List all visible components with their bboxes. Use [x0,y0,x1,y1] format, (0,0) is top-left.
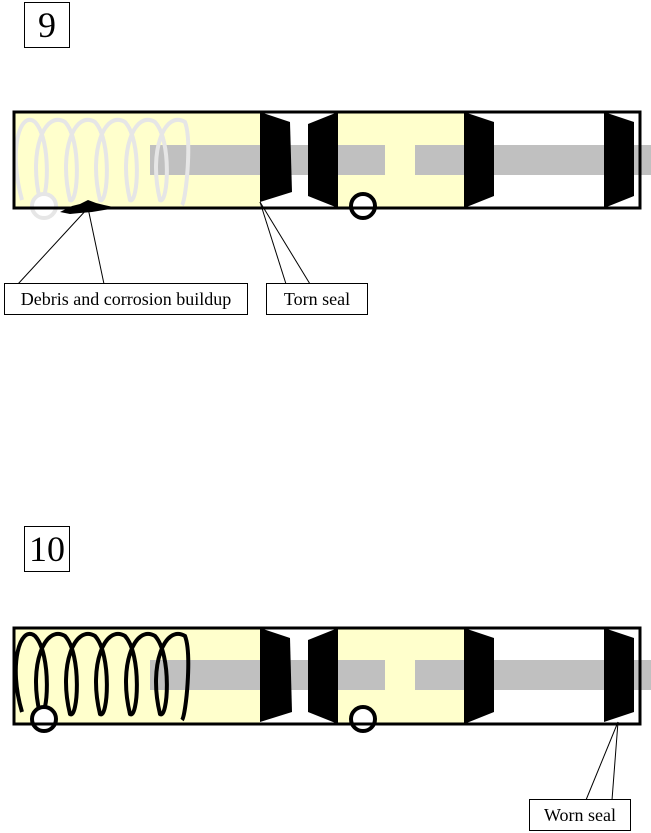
piston-seal-worn [604,628,634,722]
cylinder-figure-10 [12,626,651,801]
piston-connector [385,150,415,170]
piston-connector [385,665,415,685]
port-faded [30,192,58,220]
piston-seal-inner [308,628,338,724]
label-torn-seal: Torn seal [266,283,368,315]
piston-seal-inner [308,112,338,208]
leader-torn-2 [259,201,311,285]
leader-worn-1 [585,721,619,801]
leader-debris-2 [87,207,105,285]
figure-number-9: 9 [24,2,70,48]
piston-seal-middle [464,628,494,724]
port [349,192,377,220]
leader-debris-1 [17,207,89,285]
label-worn-seal: Worn seal [529,799,631,831]
leader-torn-1 [259,201,287,285]
cylinder-figure-9 [12,110,651,285]
figure-number-10: 10 [24,526,70,572]
cylinder-housing [12,110,642,210]
cylinder-housing [12,626,642,726]
port [30,705,58,733]
leader-worn-2 [611,721,619,801]
piston-seal-middle [464,112,494,208]
piston-seal-torn [260,112,292,202]
label-debris-buildup: Debris and corrosion buildup [4,283,248,315]
port [349,705,377,733]
piston-seal [260,628,292,722]
piston-seal-end [604,112,634,208]
